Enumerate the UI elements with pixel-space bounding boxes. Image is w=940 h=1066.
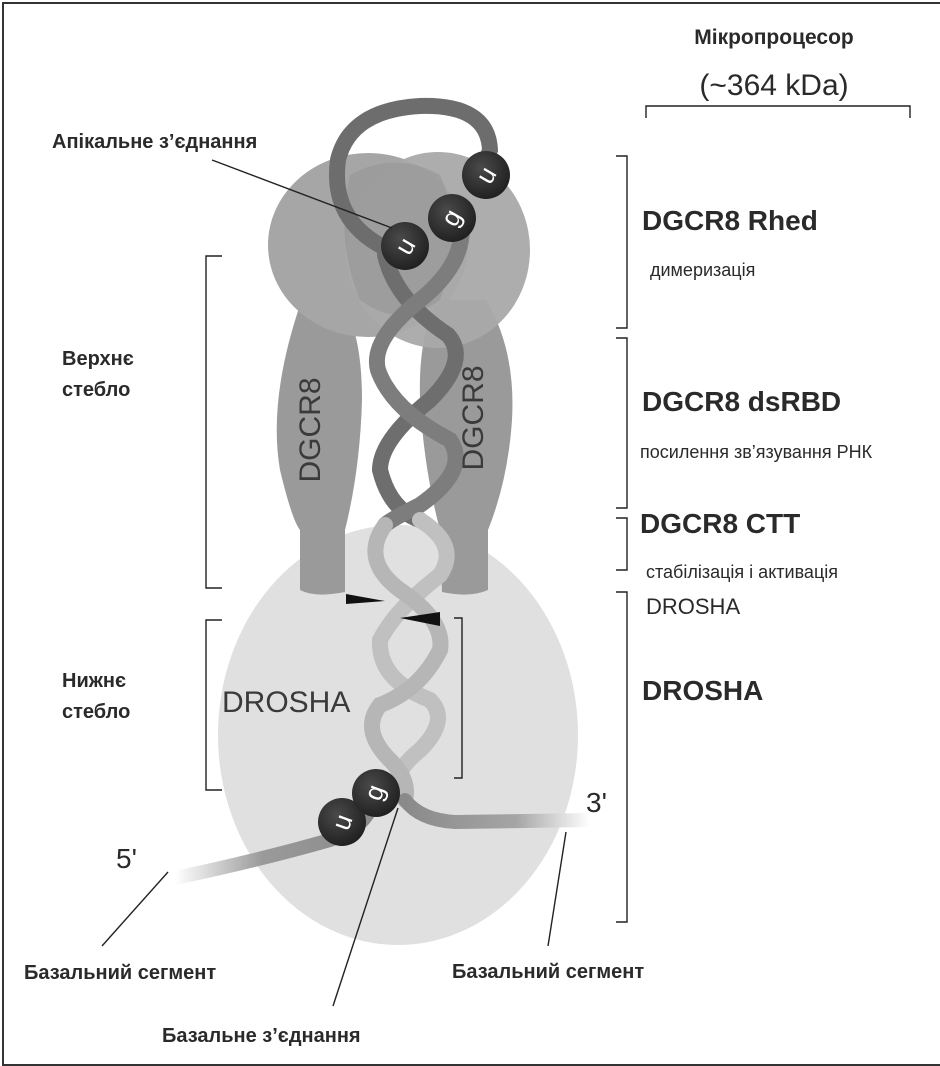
nucleotide-basal-g: g — [352, 769, 400, 817]
lower-stem-label-1: Нижнє — [62, 670, 126, 692]
domain-rhed-name: DGCR8 Rhed — [642, 205, 818, 236]
domain-dsrbd-name: DGCR8 dsRBD — [642, 386, 841, 417]
three-prime-label: 3' — [586, 787, 607, 818]
microprocessor-mass: (~364 kDa) — [699, 69, 848, 102]
domain-dsrbd-desc: посилення зв’язування РНК — [640, 442, 873, 462]
dgcr8-right-label: DGCR8 — [457, 365, 490, 470]
upper-stem-bracket — [206, 256, 222, 588]
domain-rhed-desc: димеризація — [650, 260, 755, 280]
basal-segment-right-pointer — [548, 832, 566, 946]
dsrbd-bracket — [616, 338, 627, 508]
basal-junction-label: Базальне з’єднання — [162, 1025, 361, 1047]
domain-ctt-desc: стабілізація і активація — [646, 562, 838, 582]
dgcr8-left-label: DGCR8 — [294, 377, 327, 482]
microprocessor-title: Мікропроцесор — [694, 26, 853, 49]
microprocessor-bracket — [646, 106, 910, 118]
drosha-body-label: DROSHA — [222, 686, 350, 719]
drosha-small-label: DROSHA — [646, 594, 740, 619]
ctt-bracket — [616, 518, 627, 570]
lower-stem-label-2: стебло — [62, 701, 130, 723]
drosha-bracket — [616, 592, 627, 922]
basal-segment-left-label: Базальний сегмент — [24, 962, 216, 984]
apical-junction-label: Апікальне з’єднання — [52, 131, 257, 153]
nucleotide-apical-u2: u — [462, 151, 510, 199]
five-prime-label: 5' — [116, 843, 137, 874]
upper-stem-label-1: Верхнє — [62, 348, 134, 370]
upper-stem-label-2: стебло — [62, 379, 130, 401]
domain-drosha-name: DROSHA — [642, 675, 763, 706]
lower-stem-bracket — [206, 620, 222, 790]
domain-ctt-name: DGCR8 CTT — [640, 508, 800, 539]
rhed-bracket — [616, 156, 627, 328]
basal-segment-left-pointer — [102, 872, 168, 946]
basal-segment-right-label: Базальний сегмент — [452, 961, 644, 983]
nucleotide-apical-u1: u — [381, 222, 429, 270]
nucleotide-apical-g: g — [428, 194, 476, 242]
